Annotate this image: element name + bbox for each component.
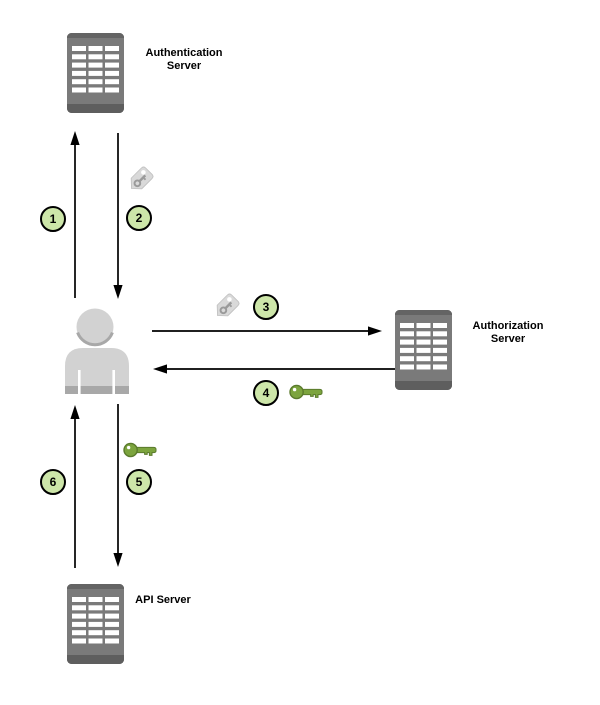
step-badge-5: 5	[126, 469, 152, 495]
step-badge-3: 3	[253, 294, 279, 320]
authorization-server-label: Authorization Server	[472, 320, 544, 345]
key-icon	[289, 384, 323, 400]
arrow-step-6	[70, 405, 80, 568]
arrow-step-4	[153, 364, 395, 374]
arrow-step-3	[152, 326, 382, 336]
arrow-step-2	[113, 133, 123, 299]
arrow-step-5	[113, 404, 123, 567]
server-building-icon	[67, 584, 124, 664]
api-server-label: API Server	[135, 594, 191, 606]
authentication-server-label: Authentication Server	[145, 47, 223, 72]
key-tag-icon	[216, 293, 240, 317]
step-badge-4: 4	[253, 380, 279, 406]
arrow-step-1	[70, 131, 80, 298]
user-icon	[65, 308, 129, 394]
key-icon	[123, 442, 157, 458]
step-badge-6: 6	[40, 469, 66, 495]
server-building-icon	[395, 310, 452, 390]
key-tag-icon	[130, 166, 154, 190]
server-building-icon	[67, 33, 124, 113]
step-badge-2: 2	[126, 205, 152, 231]
step-badge-1: 1	[40, 206, 66, 232]
